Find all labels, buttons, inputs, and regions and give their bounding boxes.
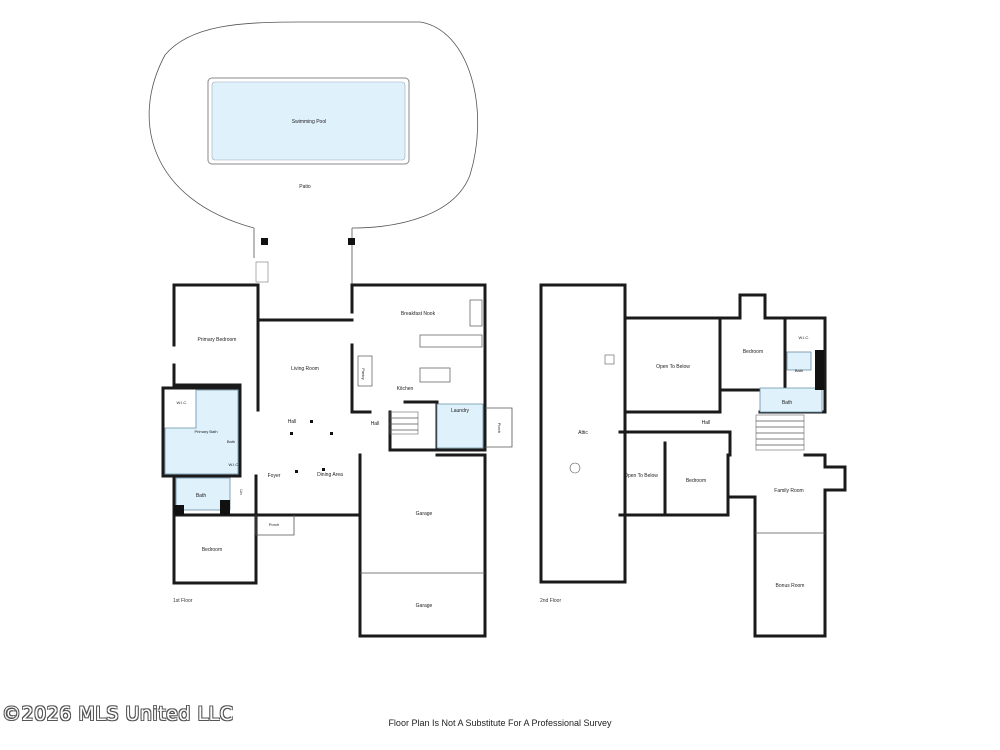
second-floor-walls	[539, 283, 847, 638]
label-pantry: Pantry	[361, 368, 366, 380]
floor-labels: 1st Floor 2nd Floor	[173, 598, 561, 604]
label-hall-right: Hall	[371, 421, 380, 427]
label-hall-2f: Hall	[702, 420, 711, 426]
label-laundry: Laundry	[451, 408, 470, 414]
label-primary-bedroom: Primary Bedroom	[198, 337, 237, 343]
label-porch-front: Porch	[269, 522, 279, 527]
label-wic: W.I.C.	[177, 400, 188, 405]
watermark: ©2026 MLS United LLC	[2, 703, 234, 725]
first-floor-walls	[161, 283, 513, 638]
label-open-to-below-2: Open To Below	[624, 473, 658, 479]
label-bedroom-mid: Bedroom	[686, 478, 706, 484]
label-bedroom: Bedroom	[202, 547, 222, 553]
second-floor-label: 2nd Floor	[540, 598, 561, 604]
first-floor-wet-areas	[164, 389, 484, 515]
label-foyer: Foyer	[268, 473, 281, 479]
label-bath-small-2f: Bath	[795, 368, 803, 373]
label-dining-area: Dining Area	[317, 472, 343, 478]
label-primary-bath: Primary Bath	[194, 429, 217, 434]
label-swimming-pool: Swimming Pool	[292, 119, 326, 125]
kitchen-fixtures	[357, 299, 483, 387]
second-floor-wet-areas	[569, 350, 824, 474]
first-floor-stairs	[389, 411, 419, 435]
label-family-room: Family Room	[774, 488, 803, 494]
label-wic-2: W.I.C.	[229, 462, 240, 467]
label-bath-small: Bath	[227, 439, 235, 444]
room-labels: Swimming Pool Patio Primary Bedroom Livi…	[177, 119, 810, 609]
disclaimer-text: Floor Plan Is Not A Substitute For A Pro…	[388, 718, 612, 728]
label-living-room: Living Room	[291, 366, 319, 372]
label-bonus-room: Bonus Room	[776, 583, 805, 589]
first-floor-label: 1st Floor	[173, 598, 193, 604]
label-linen: Lin	[239, 489, 244, 494]
label-attic: Attic	[578, 430, 588, 436]
label-bedroom-top: Bedroom	[743, 349, 763, 355]
label-breakfast-nook: Breakfast Nook	[401, 311, 436, 317]
patio-area	[148, 21, 479, 285]
label-bath-2f: Bath	[782, 400, 793, 406]
label-hall-left: Hall	[288, 419, 297, 425]
label-patio: Patio	[299, 184, 311, 190]
label-garage-lower: Garage	[416, 603, 433, 609]
label-kitchen: Kitchen	[397, 386, 414, 392]
label-garage-upper: Garage	[416, 511, 433, 517]
label-bath: Bath	[196, 493, 207, 499]
label-wic-2f: W.I.C.	[799, 335, 810, 340]
label-porch-side: Porch	[497, 423, 502, 433]
label-open-to-below-1: Open To Below	[656, 364, 690, 370]
